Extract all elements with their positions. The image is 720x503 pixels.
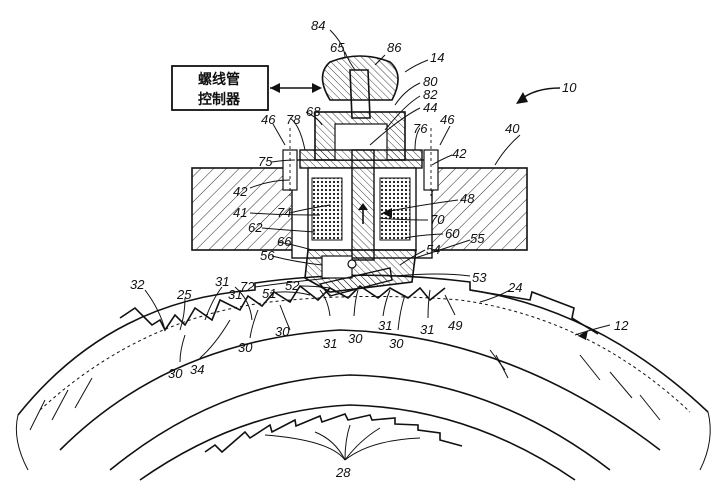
label-30d: 30 <box>238 340 253 355</box>
wheel-inner-ring-3 <box>139 404 576 481</box>
wheel-castellations <box>204 413 463 454</box>
label-78: 78 <box>286 112 301 127</box>
wheel-cut-right <box>699 411 711 471</box>
label-62: 62 <box>248 220 263 235</box>
label-74: 74 <box>277 205 291 220</box>
label-30b: 30 <box>348 331 363 346</box>
label-24: 24 <box>507 280 522 295</box>
label-72: 72 <box>240 279 255 294</box>
label-76: 76 <box>413 121 428 136</box>
wheel-inner-ring-1 <box>59 329 661 451</box>
label-55: 55 <box>470 231 485 246</box>
label-31e: 31 <box>420 322 434 337</box>
label-75: 75 <box>258 154 273 169</box>
label-31d: 31 <box>378 318 392 333</box>
solenoid-controller-box: 螺线管 控制器 <box>171 65 322 111</box>
wheel-section-lines <box>29 349 661 431</box>
label-66: 66 <box>277 234 292 249</box>
label-86: 86 <box>387 40 402 55</box>
tone-wheel <box>15 274 711 481</box>
controller-line2: 控制器 <box>198 91 241 108</box>
wheel-steps <box>469 289 599 335</box>
label-65: 65 <box>330 40 345 55</box>
label-30a: 30 <box>275 324 290 339</box>
label-31c: 31 <box>323 336 337 351</box>
label-60: 60 <box>445 226 460 241</box>
wheel-teeth <box>119 284 446 332</box>
label-68: 68 <box>306 104 321 119</box>
label-51: 51 <box>262 286 276 301</box>
label-82: 82 <box>423 87 438 102</box>
label-28: 28 <box>335 465 351 480</box>
label-25: 25 <box>176 287 192 302</box>
label-70: 70 <box>430 212 445 227</box>
label-56: 56 <box>260 248 275 263</box>
wheel-inner-ring-2 <box>109 374 611 471</box>
label-42a: 42 <box>452 146 467 161</box>
label-34: 34 <box>190 362 204 377</box>
label-12: 12 <box>614 318 629 333</box>
pawl <box>318 267 393 297</box>
wheel-outer-rim <box>17 274 709 416</box>
label-54: 54 <box>426 242 440 257</box>
wheel-cut-left <box>15 414 29 471</box>
controller-line1: 螺线管 <box>198 71 240 88</box>
label-30c: 30 <box>389 336 404 351</box>
leader-lines <box>144 29 611 461</box>
label-84: 84 <box>311 18 325 33</box>
label-32: 32 <box>130 277 145 292</box>
label-49: 49 <box>448 318 462 333</box>
label-53: 53 <box>472 270 487 285</box>
solenoid-sensor <box>299 55 423 297</box>
label-30e: 30 <box>168 366 183 381</box>
label-46b: 46 <box>440 112 455 127</box>
label-44: 44 <box>423 100 437 115</box>
label-80: 80 <box>423 74 438 89</box>
label-42b: 42 <box>233 184 248 199</box>
label-10: 10 <box>562 80 577 95</box>
reference-labels: 84 65 86 14 10 80 82 44 68 78 46 76 46 4… <box>130 18 629 480</box>
label-31b: 31 <box>228 287 242 302</box>
label-14: 14 <box>430 50 444 65</box>
label-52: 52 <box>285 278 300 293</box>
label-48: 48 <box>460 191 475 206</box>
label-40: 40 <box>505 121 520 136</box>
label-41: 41 <box>233 205 247 220</box>
connector-head <box>321 55 399 101</box>
wheel-dashed-line <box>39 295 691 413</box>
label-31a: 31 <box>215 274 229 289</box>
label-46a: 46 <box>261 112 276 127</box>
